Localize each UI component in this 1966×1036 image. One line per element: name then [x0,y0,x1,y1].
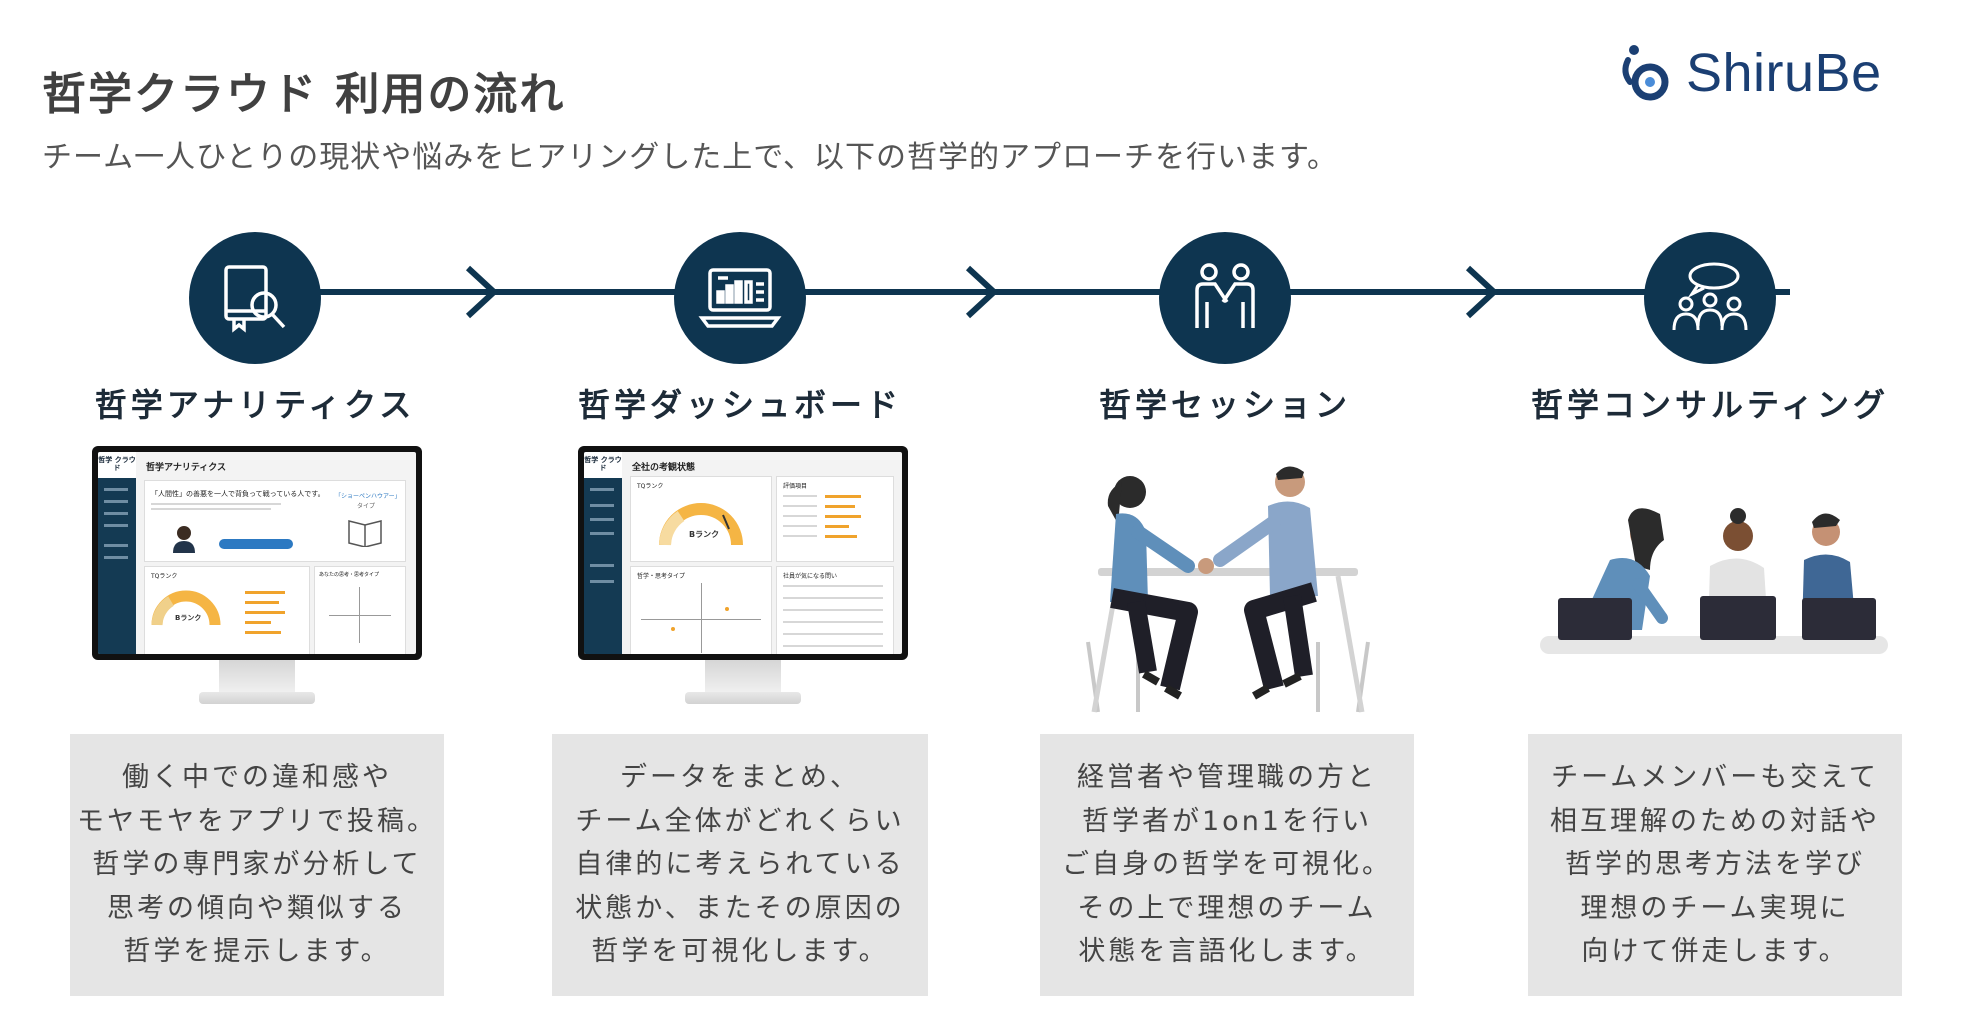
type-card: 哲学・思考タイプ [630,566,772,654]
two-people-handshake [1078,462,1378,714]
rank-title: TQランク [637,481,663,490]
desc-line: その上で理想のチーム [1077,887,1376,931]
desc-line: 自律的に考えられている [575,843,904,887]
page-title: 哲学クラウド 利用の流れ [42,58,565,122]
desc-line: 思考の傾向や類似する [107,887,407,931]
step-description: データをまとめ、 チーム全体がどれくらい 自律的に考えられている 状態か、またそ… [552,734,928,996]
type-card-title: 哲学・思考タイプ [637,571,685,580]
app-brand: 哲学 クラウド [584,452,622,478]
desc-line: 哲学的思考方法を学び [1565,843,1865,887]
desc-line: ご自身の哲学を可視化。 [1062,843,1392,887]
analytics-button [219,539,293,549]
type-card-title: あなたの思考・思考タイプ [319,571,379,578]
analytics-card: 「人間性」の善悪を一人で背負って戦っている人です。 「ショーペンハウアー」 タイ… [144,480,406,562]
concerns-card: 社員が気になる問い [776,566,894,654]
rank-gauge [659,499,743,549]
step-description: チームメンバーも交えて 相互理解のための対話や 哲学的思考方法を学び 理想のチー… [1528,734,1902,996]
chevron-right-icon [962,264,1002,320]
monitor-stand [705,660,781,694]
monitor-base [685,692,801,704]
desc-line: チームメンバーも交えて [1551,756,1879,800]
monitor-analytics-screen: 哲学 クラウド 哲学アナリティクス 「人間性」の善悪を一人で背負って戦っている人… [92,446,422,708]
monitor-stand [219,660,295,694]
rank-card: TQランク Bランク [630,476,772,562]
desc-line: 経営者や管理職の方と [1077,756,1377,800]
step-icon-circle [1644,232,1776,364]
handshake-people-icon [1185,258,1265,338]
step-icon-circle [189,232,321,364]
desc-line: 哲学者が1on1を行い [1082,800,1372,844]
step-description: 経営者や管理職の方と 哲学者が1on1を行い ご自身の哲学を可視化。 その上で理… [1040,734,1414,996]
shirube-logo-icon [1618,42,1676,104]
type-card: あなたの思考・思考タイプ [314,566,406,654]
logo-text: ShiruBe [1686,42,1882,104]
rank-value: Bランク [175,613,201,623]
type-badge: 「ショーペンハウアー」 [335,491,401,500]
dashboard-laptop-icon [698,262,782,334]
app-brand: 哲学 クラウド [98,452,136,478]
three-people-laptops [1538,500,1890,662]
score-card: 評価項目 [776,476,894,562]
monitor-base [199,692,315,704]
chevron-right-icon [1462,264,1502,320]
monitor-dashboard-screen: 哲学 クラウド 全社の考観状態 TQランク Bランク 評価項目 [578,446,908,708]
desc-line: 向けて併走します。 [1581,930,1848,974]
monitor-screen: 哲学 クラウド 全社の考観状態 TQランク Bランク 評価項目 [578,446,908,660]
score-title: 評価項目 [783,481,807,490]
concerns-title: 社員が気になる問い [783,571,837,580]
step-title: 哲学コンサルティング [1515,380,1905,426]
desc-line: チーム全体がどれくらい [575,800,904,844]
step-title: 哲学アナリティクス [60,380,450,426]
step-title: 哲学ダッシュボード [545,380,935,426]
rank-value: Bランク [689,529,719,540]
desc-line: 哲学を可視化します。 [591,930,888,974]
app-title: 全社の考観状態 [632,460,695,473]
step-icon-circle [674,232,806,364]
rank-card: TQランク Bランク [144,566,310,654]
desc-line: 哲学の専門家が分析して [92,843,421,887]
desc-line: 状態を言語化します。 [1078,930,1375,974]
page-subtitle: チーム一人ひとりの現状や悩みをヒアリングした上で、以下の哲学的アプローチを行いま… [42,132,1338,176]
monitor-screen: 哲学 クラウド 哲学アナリティクス 「人間性」の善悪を一人で背負って戦っている人… [92,446,422,660]
book-illustration [345,513,385,547]
desc-line: モヤモヤをアプリで投稿。 [77,800,437,844]
step-icon-circle [1159,232,1291,364]
type-suffix: タイプ [357,501,375,510]
desc-line: 働く中での違和感や [122,756,392,800]
book-search-icon [216,259,294,337]
step-title: 哲学セッション [1030,380,1420,426]
group-discussion-icon [1668,258,1752,338]
avatar [171,523,197,553]
app-sidebar: 哲学 クラウド [584,452,622,654]
shirube-logo: ShiruBe [1618,42,1882,104]
desc-line: 相互理解のための対話や [1550,800,1880,844]
analytics-headline: 「人間性」の善悪を一人で背負って戦っている人です。 [151,489,325,499]
desc-line: 理想のチーム実現に [1580,887,1849,931]
step-description: 働く中での違和感や モヤモヤをアプリで投稿。 哲学の専門家が分析して 思考の傾向… [70,734,444,996]
rank-title: TQランク [151,571,177,580]
desc-line: 状態か、またその原因の [575,887,904,931]
app-sidebar: 哲学 クラウド [98,452,136,654]
app-title: 哲学アナリティクス [146,460,226,473]
desc-line: 哲学を提示します。 [123,930,390,974]
desc-line: データをまとめ、 [620,756,860,800]
chevron-right-icon [462,264,502,320]
